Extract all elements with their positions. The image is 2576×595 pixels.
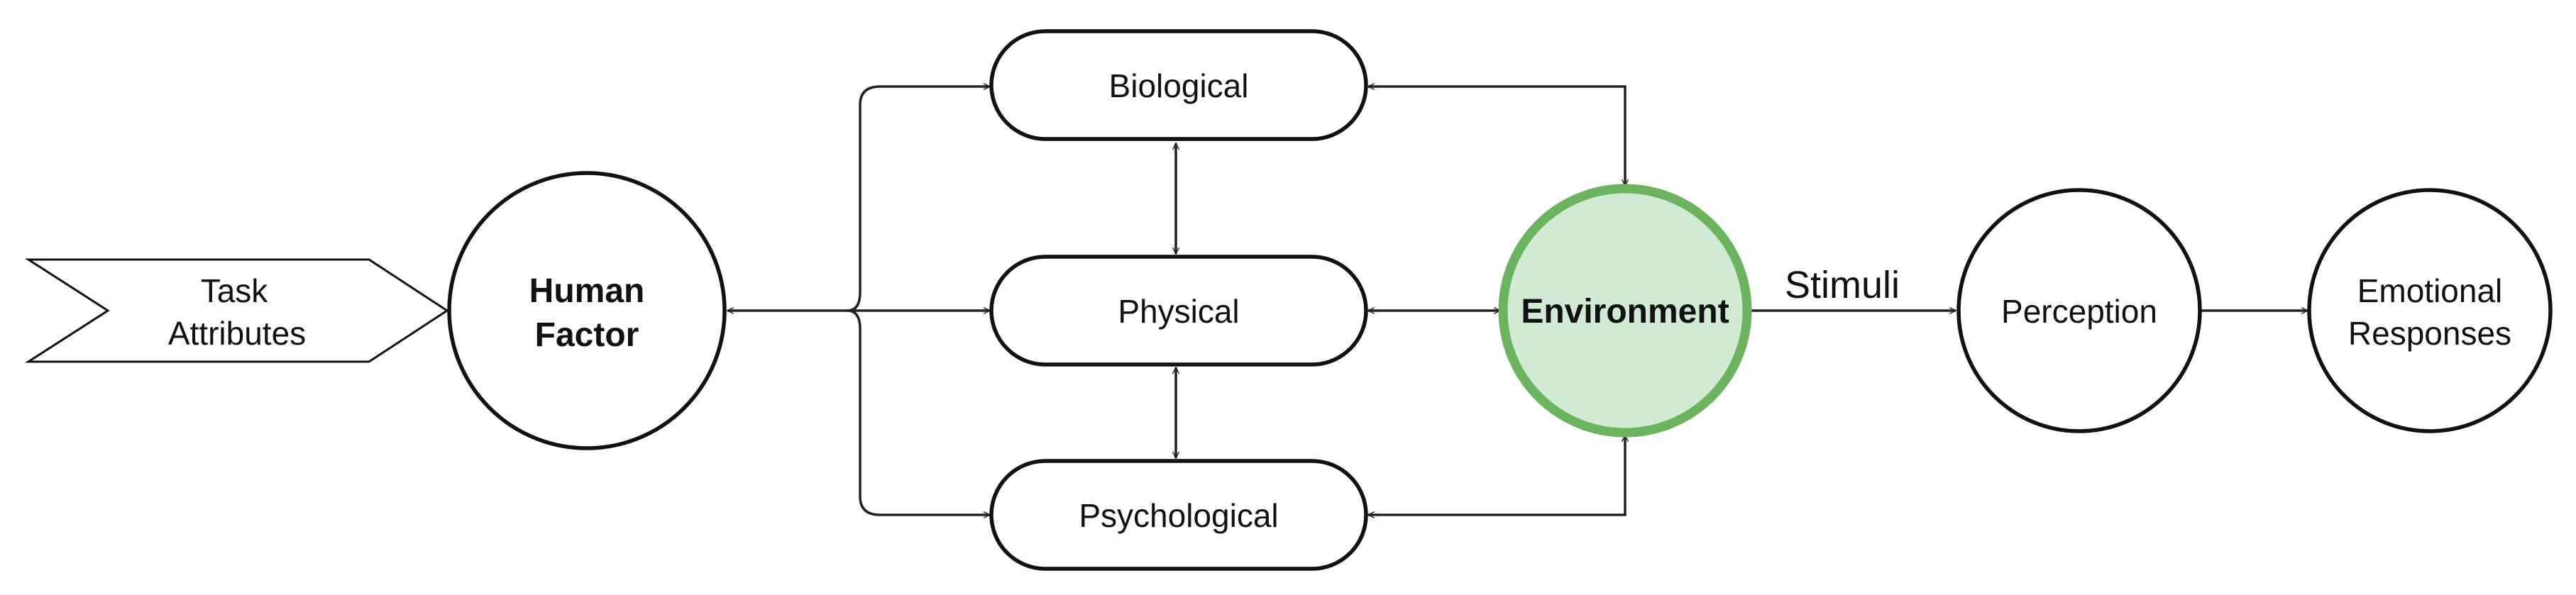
perception-node: Perception (1956, 188, 2202, 433)
edge-biological-environment (1368, 87, 1625, 186)
emotional-responses-label-line2: Responses (2348, 315, 2511, 352)
edge-branch-to-psychological (847, 309, 990, 515)
biological-node: Biological (989, 29, 1368, 141)
stimuli-label: Stimuli (1785, 264, 1900, 306)
human-factor-circle (447, 171, 727, 450)
environment-circle (1498, 184, 1752, 438)
human-factor-node: Human Factor (447, 171, 727, 450)
environment-node: Environment (1498, 184, 1752, 438)
human-factor-label-line1: Human (529, 272, 645, 310)
psychological-node: Psychological (989, 459, 1368, 571)
physical-label: Physical (1118, 293, 1239, 330)
edge-branch-to-biological (847, 87, 990, 312)
perception-label: Perception (2001, 293, 2157, 330)
perception-circle (1956, 188, 2202, 433)
biological-shape (989, 29, 1368, 141)
task-attributes-label-line1: Task (201, 272, 269, 309)
physical-node: Physical (989, 255, 1368, 367)
psychological-shape (989, 459, 1368, 571)
task-attributes-shape (24, 258, 449, 363)
task-attributes-label-line2: Attributes (168, 315, 306, 352)
emotional-responses-label-line1: Emotional (2357, 272, 2503, 309)
emotional-responses-node: Emotional Responses (2307, 188, 2553, 433)
edge-psychological-environment (1368, 435, 1625, 515)
biological-label: Biological (1109, 67, 1249, 104)
edges (727, 87, 2308, 515)
physical-shape (989, 255, 1368, 367)
task-attributes-node: Task Attributes (24, 258, 449, 363)
environment-label: Environment (1521, 293, 1729, 330)
human-factor-label-line2: Factor (535, 316, 639, 354)
emotional-responses-circle (2307, 188, 2553, 433)
psychological-label: Psychological (1079, 497, 1278, 534)
